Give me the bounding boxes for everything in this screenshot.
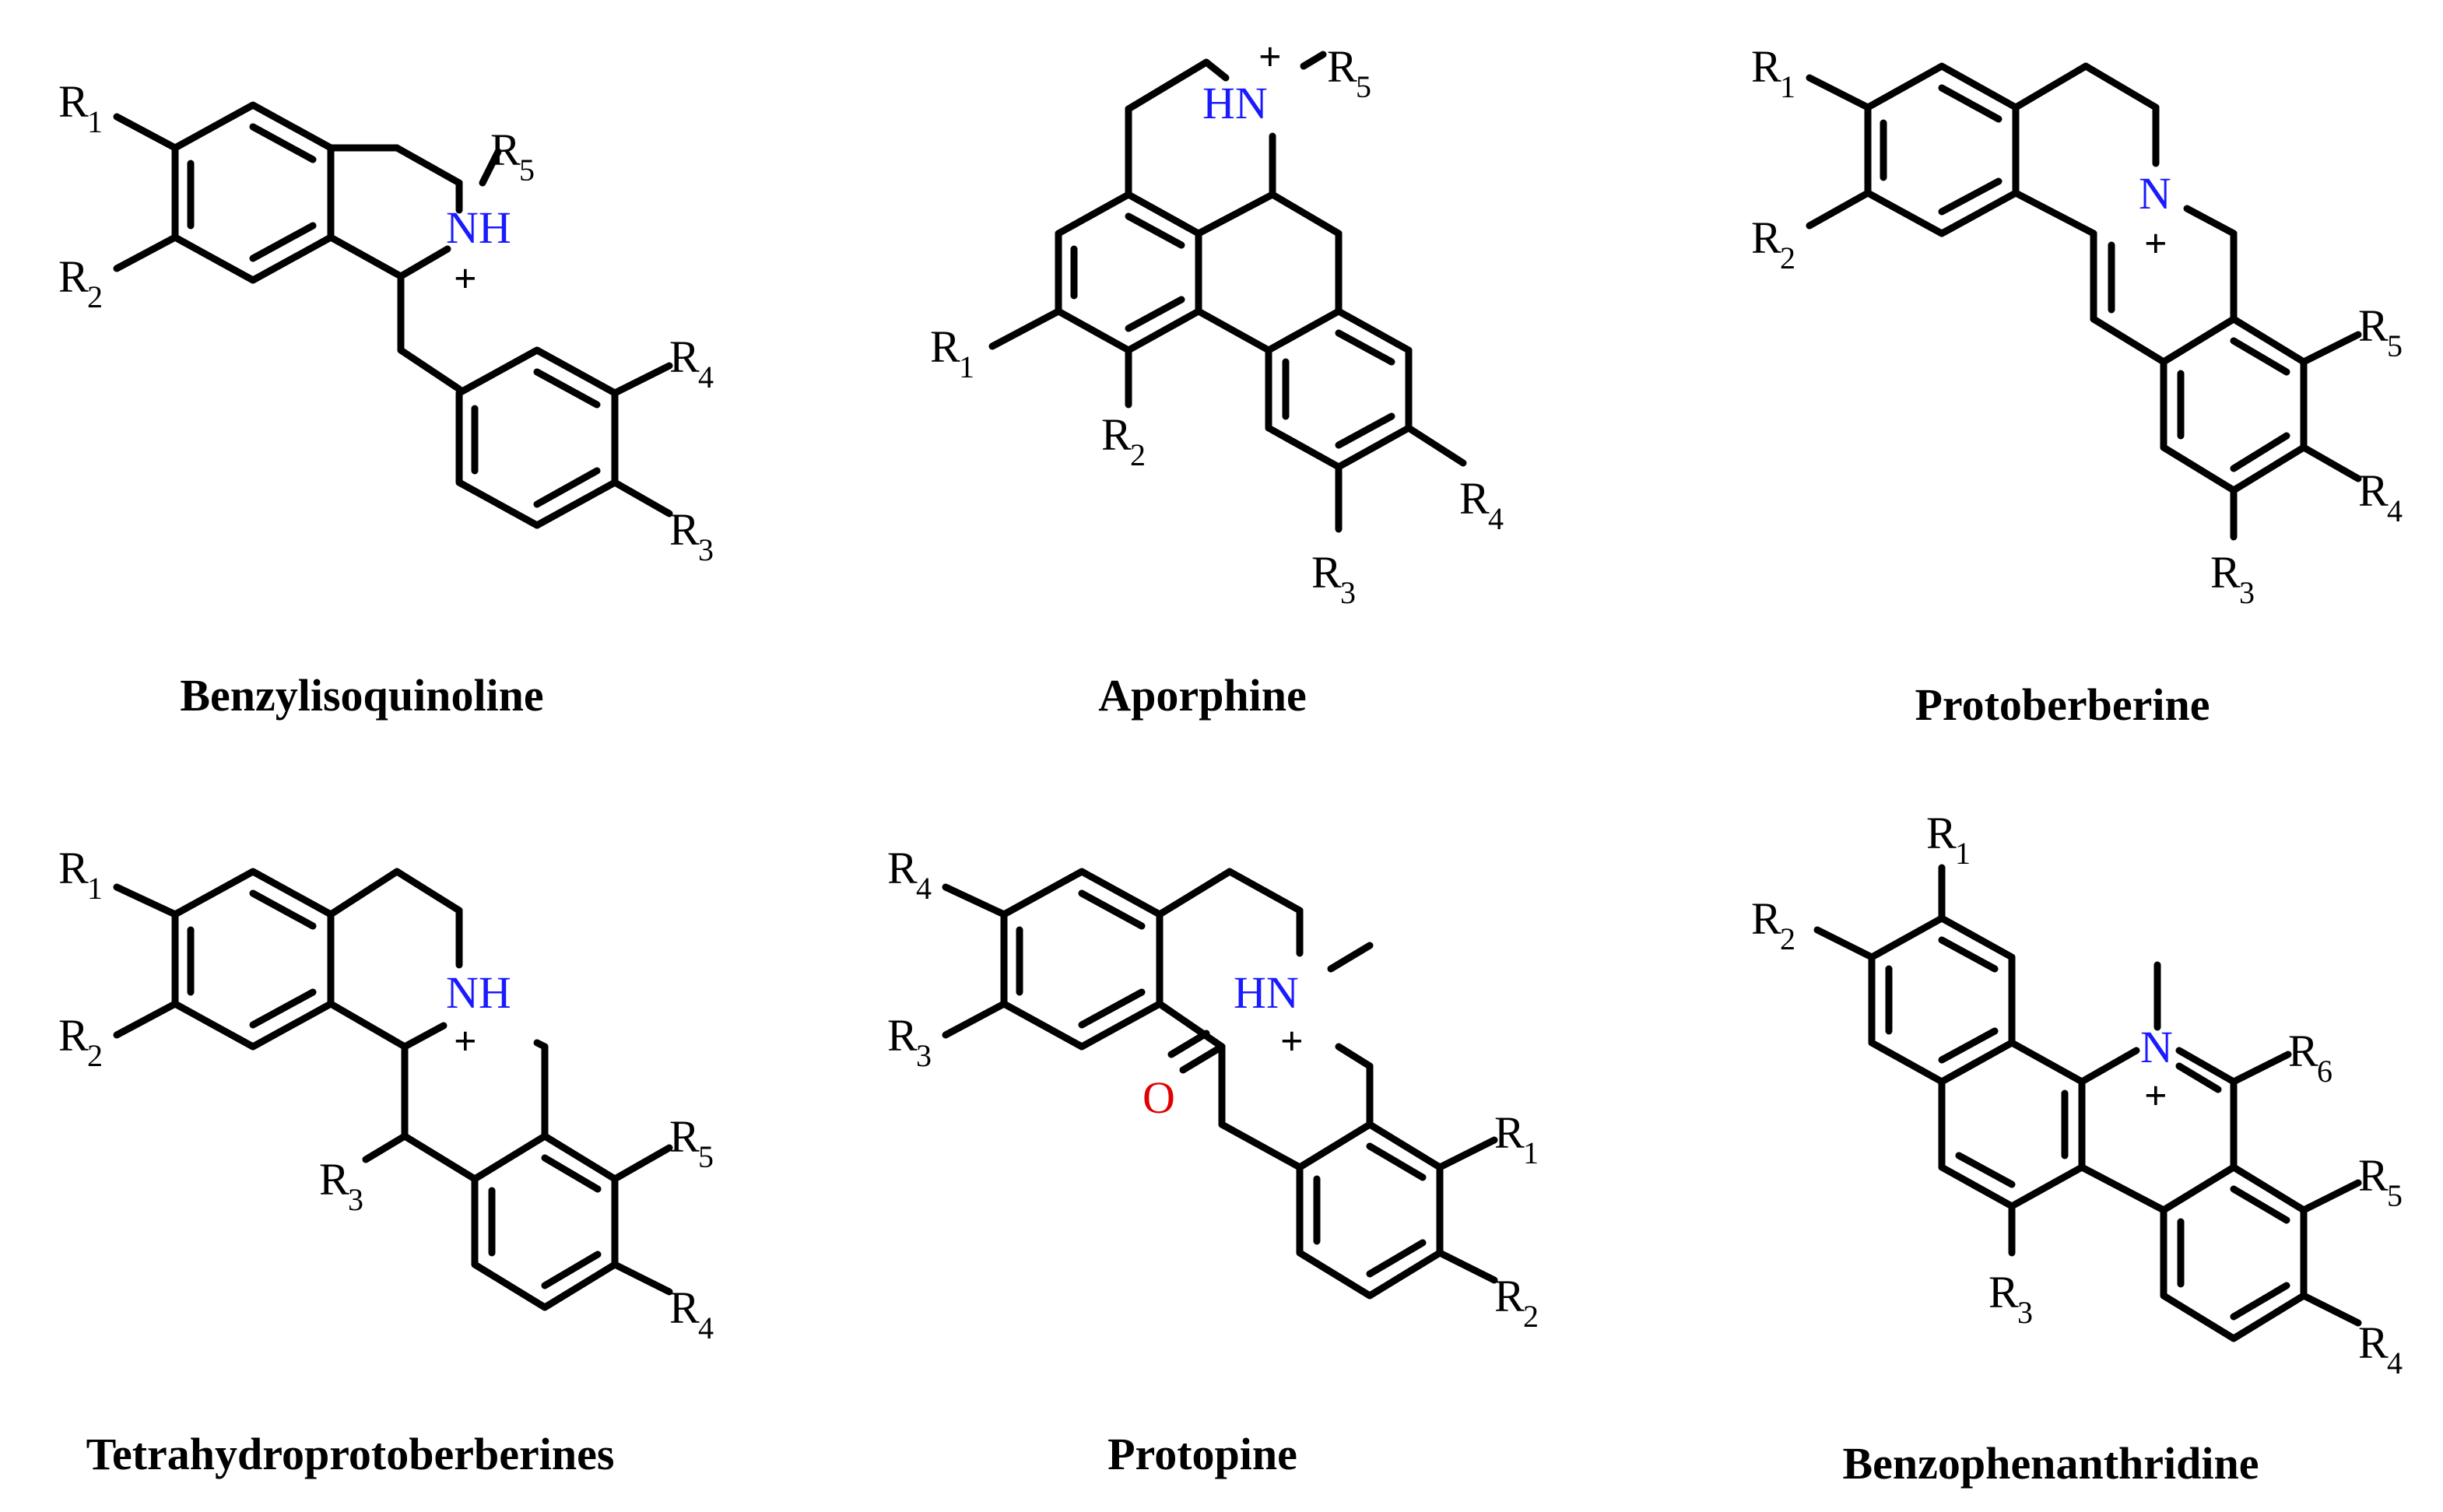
substituent-label: R (930, 321, 960, 372)
positive-charge: + (454, 1019, 477, 1064)
substituent-subscript: 2 (87, 1038, 103, 1073)
substituent-label: R (2358, 1150, 2389, 1201)
caption-benzophenanthridine: Benzophenanthridine (1842, 1438, 2259, 1489)
caption-aporphine: Aporphine (1098, 670, 1307, 721)
substituent-subscript: 2 (1780, 921, 1795, 956)
substituent-label: R (669, 1111, 700, 1162)
substituent-label: R (1751, 893, 1781, 944)
substituent-subscript: 5 (2387, 1178, 2403, 1213)
substituent-label: R (1494, 1107, 1525, 1158)
nitrogen-atom-label: NH (446, 967, 511, 1018)
aporphine-structure (988, 51, 1467, 533)
substituent-subscript: 2 (1130, 437, 1146, 472)
substituent-subscript: 4 (698, 1310, 714, 1345)
positive-charge: + (1280, 1019, 1304, 1064)
substituent-subscript: 3 (2239, 575, 2255, 610)
substituent-label: R (319, 1154, 349, 1205)
substituent-label: R (887, 843, 918, 893)
benzylisoquinoline-structure (113, 101, 673, 529)
substituent-subscript: 5 (2387, 328, 2403, 363)
tetrahydroprotoberberines-structure (113, 868, 673, 1311)
substituent-subscript: 3 (1340, 575, 1356, 610)
substituent-subscript: 1 (1523, 1135, 1539, 1170)
substituent-label: R (58, 251, 89, 302)
substituent-subscript: 4 (916, 871, 932, 906)
positive-charge: + (2144, 1074, 2167, 1118)
substituent-subscript: 2 (1523, 1299, 1539, 1334)
substituent-subscript: 5 (698, 1139, 714, 1174)
substituent-label: R (1751, 212, 1781, 263)
protoberberine-labels: R 1 R 2 N + R 5 R 4 R 3 (1751, 41, 2403, 610)
substituent-subscript: 3 (916, 1038, 932, 1073)
substituent-label: R (669, 332, 700, 382)
substituent-subscript: 3 (348, 1182, 363, 1217)
substituent-label: R (1751, 41, 1781, 92)
substituent-label: R (2210, 547, 2241, 598)
substituent-subscript: 4 (2387, 493, 2403, 528)
nitrogen-atom-label: NH (446, 202, 511, 253)
substituent-label: R (2358, 300, 2389, 351)
substituent-label: R (1459, 473, 1490, 524)
substituent-label: R (58, 76, 89, 127)
substituent-subscript: 4 (1488, 501, 1504, 536)
positive-charge: + (2144, 222, 2167, 266)
substituent-label: R (2358, 465, 2389, 516)
aporphine-labels: + HN R 5 R 1 R 2 R 4 R 3 (930, 35, 1504, 610)
substituent-subscript: 1 (1955, 836, 1971, 871)
oxygen-atom-label: O (1143, 1072, 1175, 1123)
substituent-label: R (490, 125, 521, 175)
substituent-label: R (58, 843, 89, 893)
substituent-subscript: 4 (698, 360, 714, 395)
caption-benzylisoquinoline: Benzylisoquinoline (180, 670, 544, 721)
substituent-subscript: 1 (1780, 69, 1795, 104)
substituent-subscript: 3 (698, 532, 714, 567)
substituent-subscript: 2 (1780, 240, 1795, 275)
substituent-label: R (1494, 1271, 1525, 1321)
substituent-subscript: 5 (519, 153, 535, 188)
positive-charge: + (454, 257, 477, 301)
benzylisoquinoline-labels: R 1 R 2 R 5 NH + R 4 R 3 (58, 76, 714, 567)
substituent-label: R (1101, 409, 1132, 460)
substituent-label: R (1988, 1267, 2019, 1317)
substituent-subscript: 1 (87, 104, 103, 139)
nitrogen-atom-label: HN (1202, 78, 1268, 128)
caption-protopine: Protopine (1107, 1429, 1297, 1479)
substituent-label: R (669, 504, 700, 555)
substituent-label: R (1311, 547, 1342, 598)
positive-charge: + (1258, 35, 1282, 79)
protopine-labels: R 4 R 3 HN + O R 1 R 2 (887, 843, 1539, 1334)
nitrogen-atom-label: HN (1234, 967, 1299, 1018)
substituent-subscript: 6 (2317, 1054, 2332, 1089)
substituent-subscript: 1 (959, 349, 974, 384)
protopine-structure (942, 868, 1498, 1300)
substituent-label: R (1327, 41, 1357, 92)
substituent-subscript: 3 (2017, 1295, 2033, 1330)
nitrogen-atom-label: N (2140, 1022, 2173, 1072)
caption-tetrahydroprotoberberines: Tetrahydroprotoberberines (86, 1429, 615, 1479)
substituent-subscript: 4 (2387, 1345, 2403, 1380)
protoberberine-structure (1806, 62, 2362, 541)
substituent-label: R (58, 1010, 89, 1061)
benzophenanthridine-structure (1813, 864, 2362, 1342)
substituent-subscript: 5 (1356, 69, 1371, 104)
substituent-label: R (887, 1010, 918, 1061)
tetrahydroprotoberberines-labels: R 1 R 2 NH + R 3 R 5 R 4 (58, 843, 714, 1345)
caption-protoberberine: Protoberberine (1915, 679, 2210, 730)
nitrogen-atom-label: N (2139, 168, 2171, 219)
substituent-label: R (669, 1282, 700, 1333)
substituent-label: R (1926, 808, 1957, 858)
substituent-subscript: 2 (87, 279, 103, 314)
substituent-subscript: 1 (87, 871, 103, 906)
substituent-label: R (2288, 1026, 2318, 1076)
benzophenanthridine-labels: R 1 R 2 N + R 6 R 5 R 3 R 4 (1751, 808, 2403, 1380)
substituent-label: R (2358, 1317, 2389, 1368)
